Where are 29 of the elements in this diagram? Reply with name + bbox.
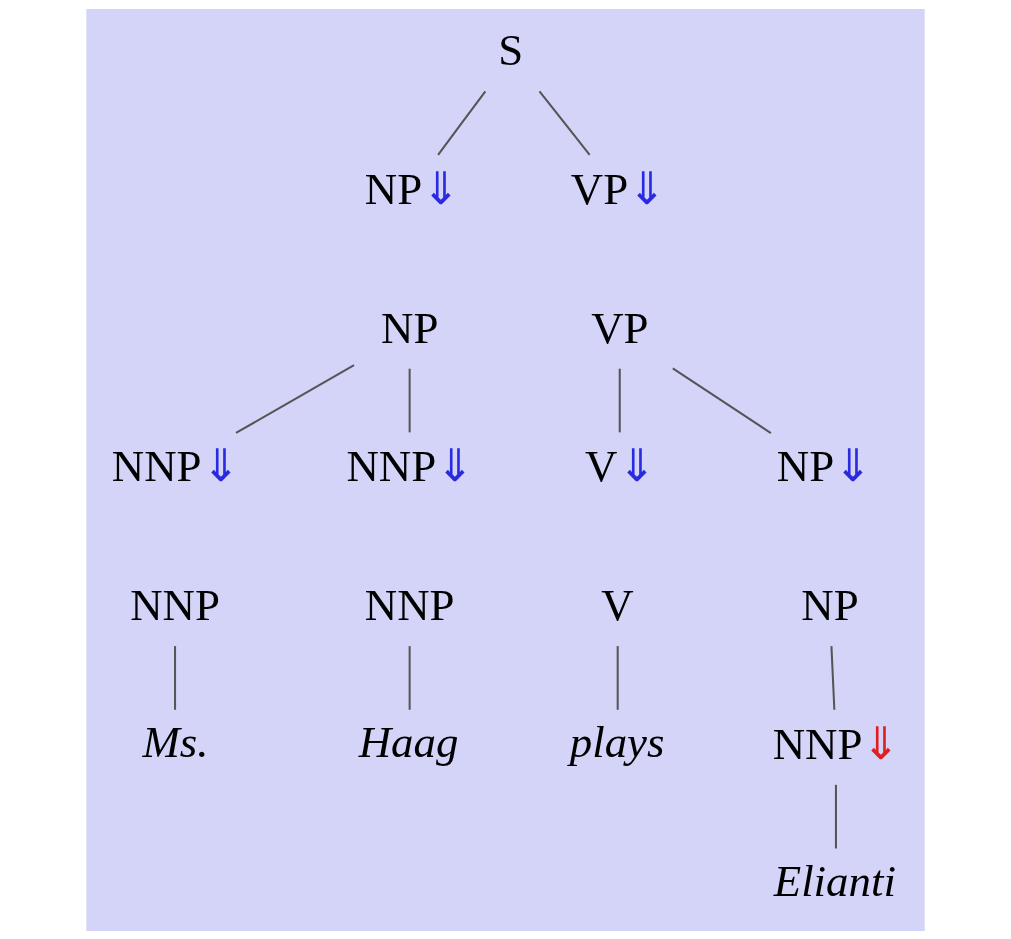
connector	[235, 363, 355, 434]
node-text: VP⇓	[570, 163, 666, 214]
node-text: V	[601, 579, 634, 630]
connector	[437, 90, 487, 156]
connector	[538, 90, 591, 156]
node-text: plays	[569, 716, 665, 767]
node-text: NP⇓	[364, 163, 460, 214]
connector	[618, 368, 621, 432]
node-text: NP	[381, 302, 439, 353]
connector	[830, 645, 836, 710]
node-text: NP	[801, 579, 859, 630]
connector	[672, 367, 772, 434]
node-text: NNP⇓	[346, 440, 475, 491]
node-text: NNP	[130, 579, 220, 630]
node-text: S	[498, 24, 524, 75]
connector	[408, 368, 411, 432]
connector	[174, 645, 177, 710]
connector	[834, 784, 837, 848]
connector	[616, 645, 619, 710]
node-text: Ms.	[142, 716, 209, 767]
node-text: V⇓	[585, 440, 656, 491]
node-text: NNP	[364, 579, 455, 630]
node-text: VP	[591, 302, 649, 353]
node-text: NNP⇓	[111, 440, 240, 491]
connector	[408, 645, 411, 710]
node-text: NP⇓	[776, 440, 872, 491]
node-text: Elianti	[773, 855, 896, 906]
node-text: Haag	[358, 716, 459, 767]
node-text: NNP⇓	[772, 718, 901, 769]
